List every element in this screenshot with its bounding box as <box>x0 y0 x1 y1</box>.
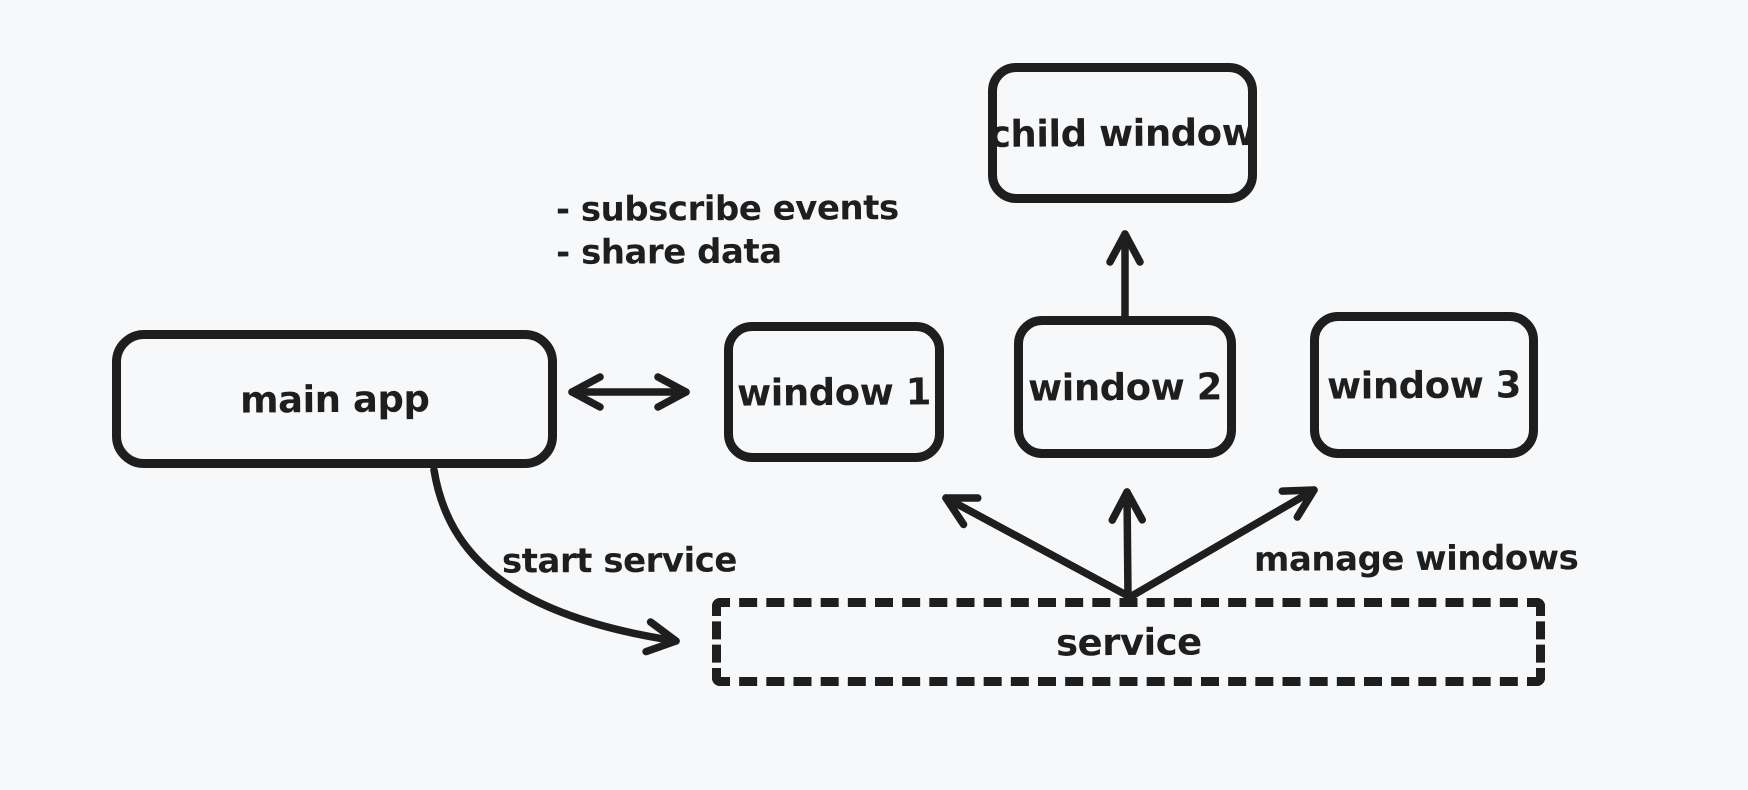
window-2-node: window 2 <box>1014 316 1236 458</box>
service-label: service <box>1055 619 1202 665</box>
window-1-node: window 1 <box>724 322 944 462</box>
window-3-node: window 3 <box>1310 312 1538 458</box>
window-1-label: window 1 <box>736 369 932 415</box>
service-window3-arrow <box>1126 486 1318 601</box>
main-app-node: main app <box>112 330 557 468</box>
manage-windows-label: manage windows <box>1253 538 1579 580</box>
service-window2-arrow <box>1108 488 1147 601</box>
main-app-label: main app <box>239 376 430 422</box>
start-service-label: start service <box>501 540 737 582</box>
window-3-label: window 3 <box>1326 362 1522 408</box>
service-window1-arrow <box>942 494 1134 601</box>
subscribe-events-label: - subscribe events <box>555 188 899 230</box>
service-node: service <box>712 598 1545 686</box>
child-window-node: child window <box>988 63 1257 203</box>
window-2-label: window 2 <box>1027 364 1223 410</box>
mainapp-service-arrow <box>430 466 680 656</box>
child-window-label: child window <box>989 110 1256 156</box>
share-data-label: - share data <box>556 231 782 273</box>
events-notes: - subscribe events - share data <box>556 187 899 275</box>
